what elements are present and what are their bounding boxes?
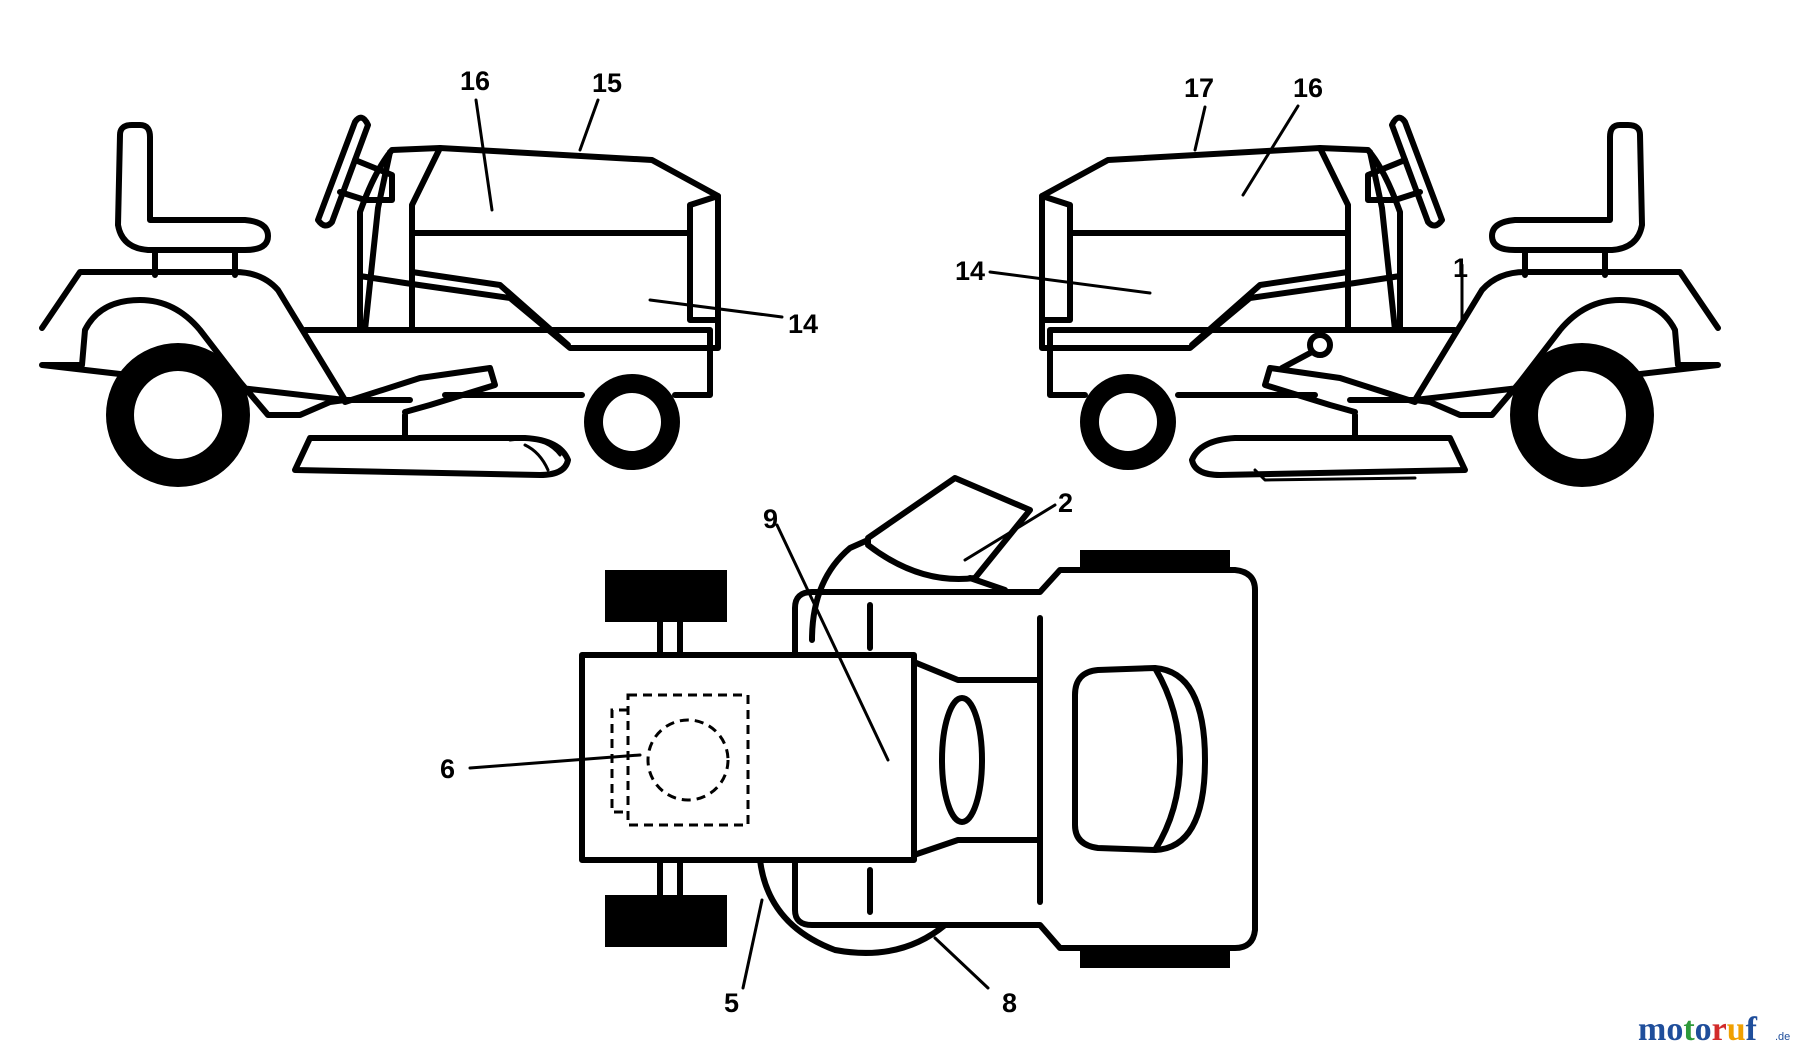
tractor-top-view bbox=[579, 475, 1258, 968]
top-fuel-cap bbox=[646, 718, 730, 802]
callout-14-left: 14 bbox=[788, 309, 818, 339]
top-front-wheel-lower bbox=[605, 895, 727, 947]
callout-8: 8 bbox=[1002, 988, 1017, 1018]
hood-top-left bbox=[409, 145, 721, 333]
mower-deck-left bbox=[292, 435, 571, 478]
tractor-right-side-view bbox=[1039, 114, 1721, 487]
top-discharge-chute bbox=[865, 475, 1033, 582]
top-mower-deck bbox=[757, 857, 948, 956]
watermark-letter: f bbox=[1746, 1011, 1758, 1048]
top-body bbox=[792, 567, 1258, 951]
watermark-logo: motoruf .de bbox=[1638, 1011, 1790, 1048]
callout-17: 17 bbox=[1184, 73, 1214, 103]
callout-6: 6 bbox=[440, 754, 455, 784]
tractor-left-side-view bbox=[39, 114, 721, 487]
callout-9: 9 bbox=[763, 504, 778, 534]
callout-16-left: 16 bbox=[460, 66, 490, 96]
body-left bbox=[39, 269, 413, 418]
watermark-letter: t bbox=[1683, 1011, 1695, 1048]
leader-lines bbox=[468, 98, 1464, 990]
top-seat bbox=[1072, 665, 1208, 853]
callout-1: 1 bbox=[1453, 253, 1468, 283]
pedal-left bbox=[342, 365, 498, 415]
watermark-letter: o bbox=[1695, 1011, 1712, 1048]
callout-16-right: 16 bbox=[1293, 73, 1323, 103]
callout-labels: 16 15 14 17 16 14 1 2 9 6 5 8 bbox=[440, 66, 1468, 1018]
steering-wheel-left bbox=[315, 114, 371, 229]
watermark-text: motoruf bbox=[1638, 1011, 1758, 1048]
watermark-letter: u bbox=[1727, 1011, 1746, 1048]
callout-5: 5 bbox=[724, 988, 739, 1018]
watermark-letter: m bbox=[1638, 1011, 1666, 1048]
seat-left bbox=[115, 122, 271, 253]
svg-text:.de: .de bbox=[1775, 1031, 1790, 1043]
top-hood bbox=[579, 652, 917, 863]
callout-14-right: 14 bbox=[955, 256, 985, 286]
callout-2: 2 bbox=[1058, 488, 1073, 518]
watermark-letter: o bbox=[1666, 1011, 1683, 1048]
watermark-letter: r bbox=[1712, 1011, 1727, 1048]
top-front-wheel-upper bbox=[605, 570, 727, 622]
callout-15: 15 bbox=[592, 68, 622, 98]
